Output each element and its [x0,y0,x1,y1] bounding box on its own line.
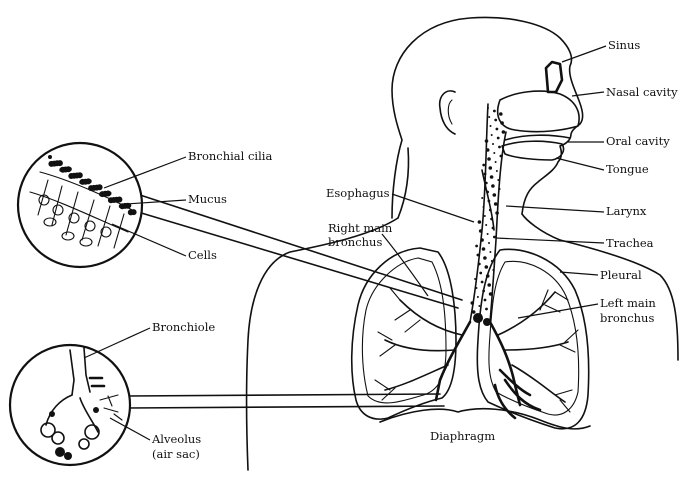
stipple-dot [500,121,504,125]
label-mucus: Mucus [188,192,227,206]
stipple-dot [476,287,478,289]
stipple-dot [482,247,486,251]
stipple-dot [487,283,491,287]
label-tongue: Tongue [606,162,649,176]
stipple-dot [494,119,497,122]
label-nasal-cavity: Nasal cavity [606,85,678,99]
stipple-dot [471,301,475,305]
stipple-dot [475,245,478,248]
stipple-dot [488,242,490,244]
stipple-dot [48,155,52,159]
stipple-dot [495,161,497,163]
stipple-dot [474,278,476,280]
stipple-dot [57,160,63,166]
stipple-dot [116,197,122,203]
stipple-dot [493,152,495,154]
stipple-dot [489,251,491,253]
stipple-dot [477,254,480,257]
stipple-dot [483,206,485,208]
stipple-dot [482,164,485,167]
stipple-dot [499,188,501,190]
stipple-dot [498,146,501,149]
label-diaphragm: Diaphragm [430,429,495,443]
stipple-dot [491,134,493,136]
alveoli-magnifier [10,345,444,465]
stipple-dot [483,256,487,260]
label-trachea: Trachea [606,236,654,250]
label-cells: Cells [188,248,217,262]
label-esophagus: Esophagus [326,186,390,200]
stipple-dot [493,110,496,113]
nasal-oral-region [498,62,579,160]
stipple-dot [480,238,484,242]
label-pleural: Pleural [600,268,642,282]
stipple-dot [490,125,492,127]
stipple-dot [484,299,487,302]
stipple-dot [497,137,500,140]
stipple-dot [484,173,487,176]
label-left-main-bronchus-line1: Left main [600,296,656,310]
stipple-dot [485,224,487,226]
stipple-dot [494,202,498,206]
stipple-dot [68,167,72,171]
stipple-dot [479,272,482,275]
diaphragm-line [380,409,590,429]
stipple-dot [487,233,489,235]
stipple-dot [108,191,112,195]
stipple-dot [484,215,486,217]
label-left-main-bronchus-line2: bronchus [600,311,654,325]
stipple-dot [481,281,484,284]
stipple-dot [491,184,495,188]
stipple-dot [495,211,499,215]
stipple-dot [479,229,483,233]
stipple-dot [500,155,503,158]
label-bronchiole: Bronchiole [152,320,215,334]
label-right-main-bronchus-line2: bronchus [328,235,382,249]
stipple-dot [485,308,488,311]
label-alveolus-line1: Alveolus [151,432,201,446]
airway-tube [470,104,506,322]
stipple-dot [492,143,494,145]
label-oral-cavity: Oral cavity [606,134,670,148]
stipple-dot [77,172,83,178]
stipple-dot [88,179,92,183]
stipple-dot [487,157,491,161]
stipple-dot [472,310,476,314]
stipple-dot [490,175,494,179]
stipple-dot [485,139,489,143]
stipple-dot [496,170,498,172]
stipple-dot [131,209,137,215]
stipple-dot [477,296,479,298]
stipple-dot [493,236,496,239]
stipple-dot [488,116,490,118]
label-right-main-bronchus-line1: Right main [328,221,393,235]
stipple-dot [478,305,480,307]
stipple-dot [481,197,483,199]
stipple-dot [493,193,497,197]
stipple-dot [97,184,103,190]
stipple-dot [485,265,489,269]
label-bronchial-cilia: Bronchial cilia [188,149,272,163]
stipple-dot [489,166,493,170]
stipple-dot [478,263,481,266]
stipple-dot [492,269,494,271]
stipple-dot [502,130,506,134]
stipple-dot [496,128,499,131]
stipple-dot [487,107,489,109]
bronchial-tree [375,288,578,418]
label-alveolus-line2: (air sac) [152,447,200,461]
label-larynx: Larynx [606,204,647,218]
label-sinus: Sinus [608,38,640,52]
stipple-dot [486,148,490,152]
stipple-dot [499,112,503,116]
stipple-dot [497,179,499,181]
stipple-dot [478,220,482,224]
stipple-dot [489,292,493,296]
